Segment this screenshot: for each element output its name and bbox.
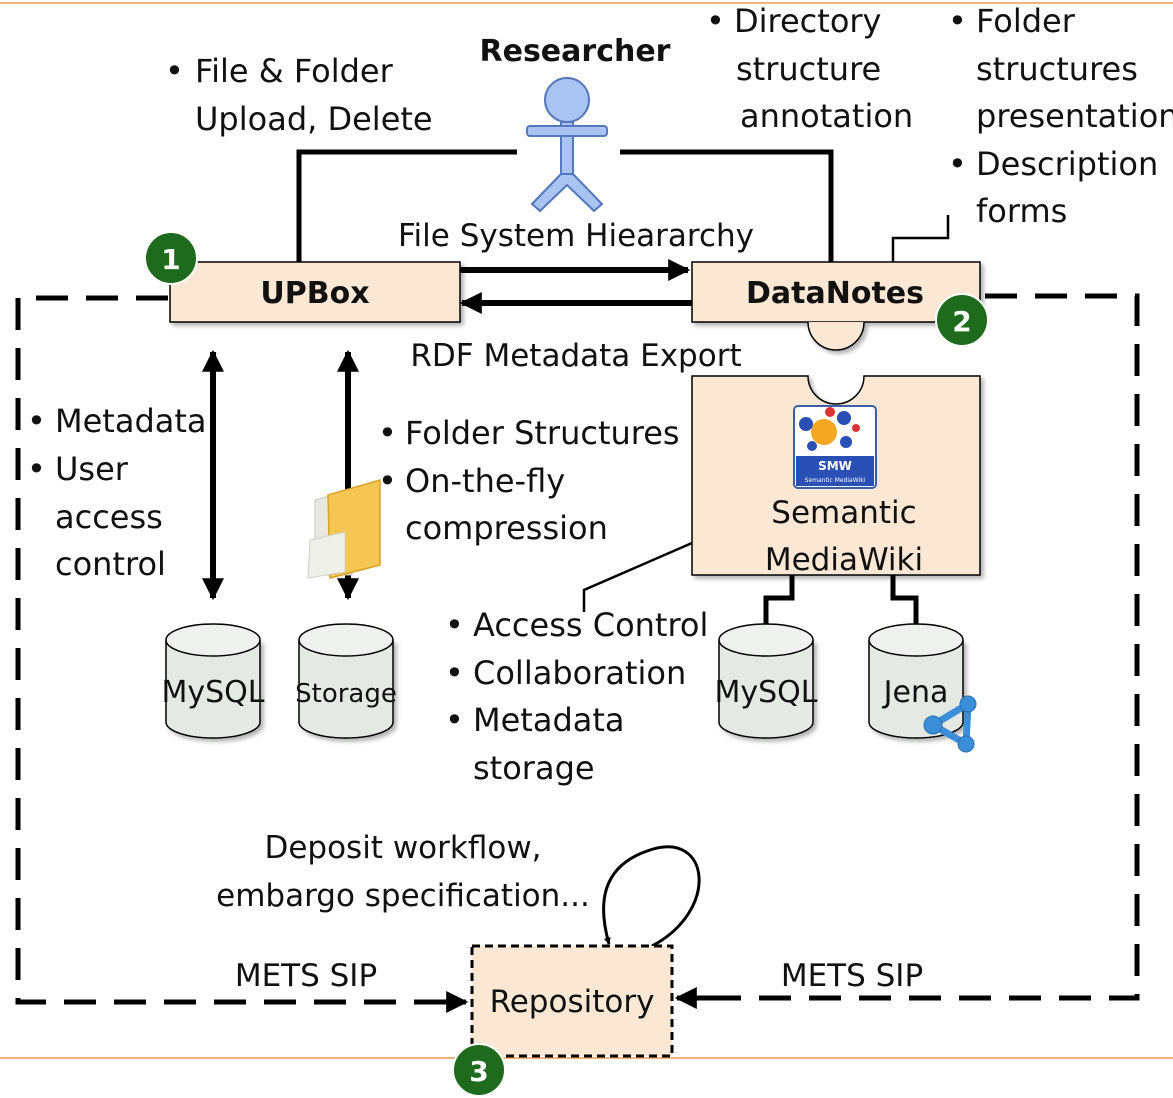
researcher-icon — [526, 77, 608, 213]
datanotes-badge — [935, 293, 989, 347]
db-smw-jena: Jena — [868, 623, 964, 739]
svg-text:structure: structure — [736, 50, 881, 88]
svg-text:Directory: Directory — [734, 2, 881, 40]
datanotes-puzzle-tab — [807, 321, 865, 351]
callout-datanotes-ui — [891, 215, 950, 262]
flow-label-filesystem: File System Hieararchy — [398, 218, 754, 254]
repository-badge — [452, 1043, 506, 1097]
researcher-label: Researcher — [480, 34, 671, 69]
note-upbox-storage: • Folder Structures • On-the-fly compres… — [378, 414, 680, 547]
svg-text:Folder Structures: Folder Structures — [405, 414, 680, 452]
svg-text:File & Folder: File & Folder — [195, 52, 394, 90]
folder-icon — [307, 479, 381, 579]
svg-text:•: • — [445, 606, 464, 644]
note-datanotes-researcher: • Directory structure annotation — [706, 2, 913, 135]
svg-text:•: • — [948, 2, 967, 40]
svg-text:•: • — [27, 450, 46, 488]
svg-text:Access Control: Access Control — [473, 606, 708, 644]
smw-label-line1: Semantic — [771, 495, 916, 531]
svg-text:presentation: presentation — [976, 97, 1173, 135]
upbox-box — [169, 261, 461, 323]
svg-text:Description: Description — [976, 145, 1158, 183]
repository-badge-number: 3 — [469, 1055, 488, 1088]
svg-text:SMW: SMW — [818, 459, 852, 473]
svg-text:•: • — [378, 414, 397, 452]
svg-text:forms: forms — [976, 192, 1067, 230]
svg-text:MySQL: MySQL — [714, 675, 817, 710]
db-smw-mysql: MySQL — [714, 623, 818, 739]
repository-self-loop — [602, 845, 701, 948]
svg-text:•: • — [27, 402, 46, 440]
svg-text:Metadata: Metadata — [473, 701, 625, 739]
svg-text:User: User — [55, 450, 129, 488]
sip-label-left: METS SIP — [235, 958, 377, 994]
note-datanotes-ui: • Folder structures presentation • Descr… — [948, 2, 1173, 230]
datanotes-label: DataNotes — [746, 276, 924, 311]
smw-label-line2: MediaWiki — [765, 542, 923, 578]
note-upbox-researcher: • File & Folder Upload, Delete — [165, 52, 433, 138]
svg-text:Metadata: Metadata — [55, 402, 207, 440]
svg-text:access: access — [55, 498, 163, 536]
system-boundary — [15, 295, 440, 1005]
connector-smw-mysql — [763, 575, 795, 630]
svg-text:•: • — [948, 145, 967, 183]
jena-share-icon — [923, 695, 977, 753]
svg-text:•: • — [445, 654, 464, 692]
note-smw: • Access Control • Collaboration • Metad… — [445, 606, 708, 787]
svg-text:storage: storage — [473, 749, 595, 787]
note-upbox-mysql: • Metadata • User access control — [27, 402, 207, 583]
svg-text:•: • — [445, 701, 464, 739]
svg-text:Collaboration: Collaboration — [473, 654, 686, 692]
svg-text:•: • — [378, 462, 397, 500]
svg-text:MySQL: MySQL — [161, 675, 264, 710]
svg-text:Deposit workflow,: Deposit workflow, — [264, 830, 541, 866]
svg-text:compression: compression — [405, 509, 608, 547]
callout-smw — [582, 541, 693, 612]
svg-text:annotation: annotation — [740, 97, 913, 135]
db-upbox-storage: Storage — [295, 623, 397, 739]
upbox-badge — [144, 231, 198, 285]
connector-researcher-datanotes — [620, 149, 834, 262]
svg-text:•: • — [165, 52, 184, 90]
svg-text:On-the-fly: On-the-fly — [405, 462, 565, 500]
connector-smw-jena — [890, 575, 919, 630]
svg-text:embargo specification...: embargo specification... — [216, 878, 590, 914]
smw-logo: SMW Semantic MediaWiki — [793, 405, 877, 489]
db-upbox-mysql: MySQL — [161, 623, 265, 739]
note-repository: Deposit workflow, embargo specification.… — [216, 830, 590, 914]
sip-label-right: METS SIP — [781, 958, 923, 994]
svg-text:Jena: Jena — [882, 675, 949, 710]
upbox-badge-number: 1 — [161, 243, 180, 276]
svg-text:structures: structures — [976, 50, 1138, 88]
svg-text:Upload, Delete: Upload, Delete — [195, 100, 433, 138]
svg-text:•: • — [706, 2, 725, 40]
svg-text:control: control — [55, 545, 166, 583]
svg-text:Semantic MediaWiki: Semantic MediaWiki — [805, 477, 866, 484]
svg-text:Storage: Storage — [295, 679, 397, 709]
upbox-label: UPBox — [260, 276, 369, 311]
svg-text:Folder: Folder — [976, 2, 1076, 40]
connector-researcher-upbox — [296, 149, 517, 262]
repository-label: Repository — [490, 984, 655, 1020]
datanotes-badge-number: 2 — [952, 305, 971, 338]
repository-box — [470, 944, 674, 1058]
flow-label-rdf: RDF Metadata Export — [410, 338, 741, 374]
system-boundary-right — [705, 293, 1140, 1001]
